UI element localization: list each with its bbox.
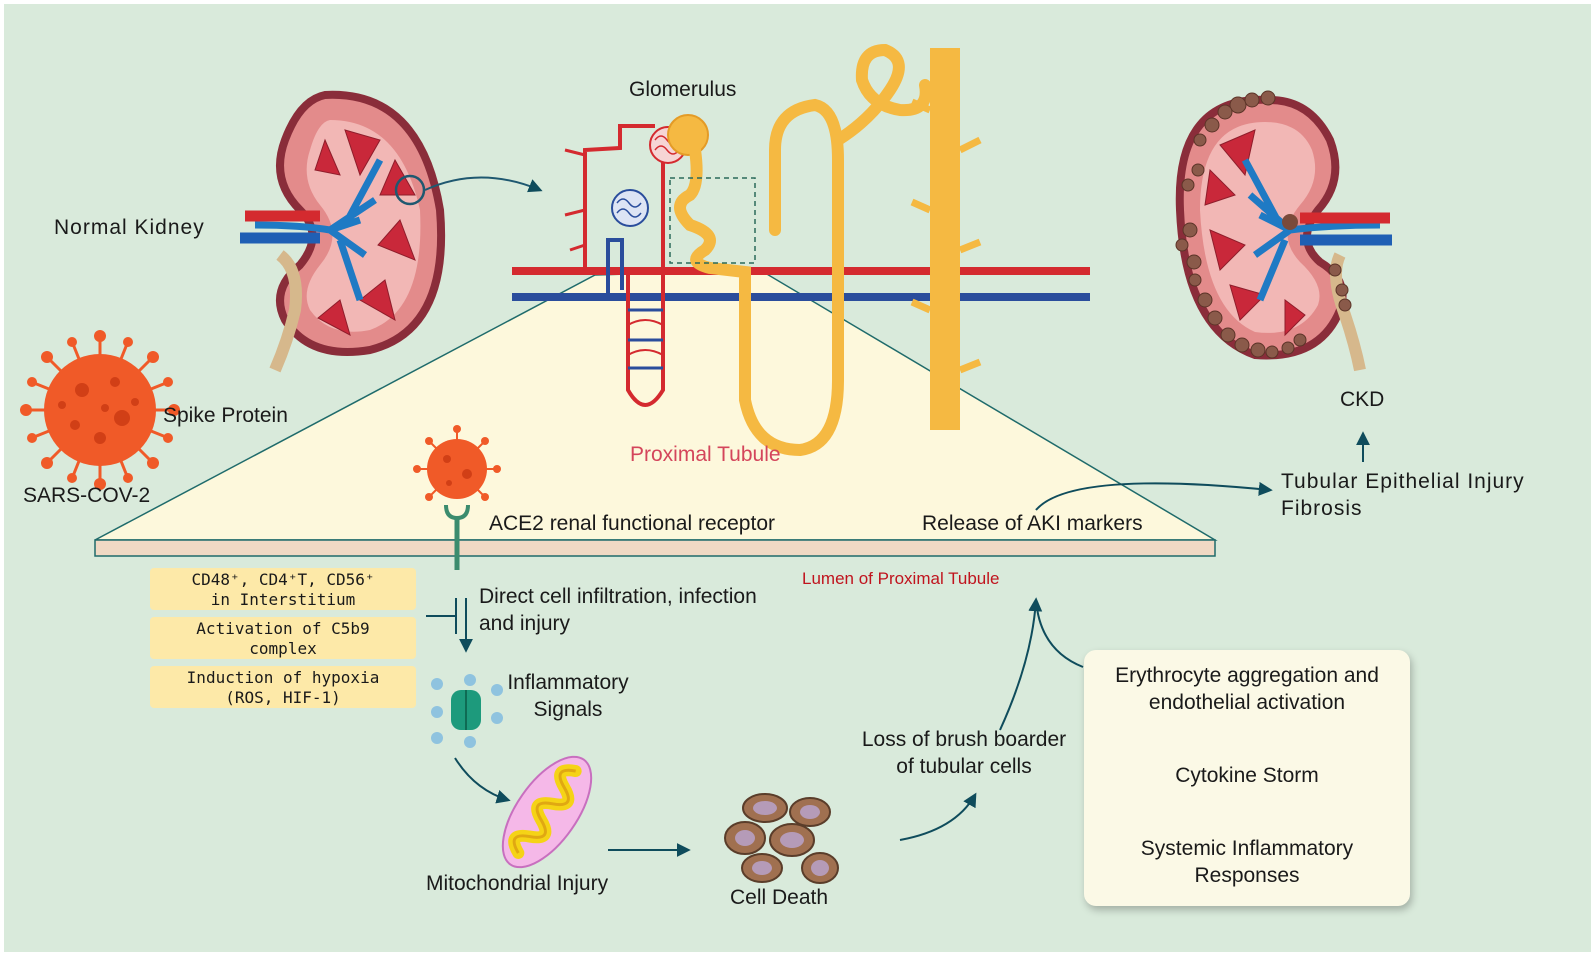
systemic-line1: Systemic Inflammatory xyxy=(1140,837,1354,860)
sars-cov2-virus-icon xyxy=(20,330,180,490)
hypoxia-line2: (ROS, HIF-1) xyxy=(225,688,341,707)
erythrocyte-label: Erythrocyte aggregation and endothelial … xyxy=(1084,662,1410,717)
arrow-to-mitochondria xyxy=(454,757,511,804)
c5b9-line2: complex xyxy=(249,639,317,658)
immune-cells-line1: CD48⁺, CD4⁺T, CD56⁺ xyxy=(191,570,375,589)
direct-infiltration-line2: and injury xyxy=(479,612,571,636)
mitochondrial-injury-label: Mitochondrial Injury xyxy=(426,872,609,895)
mitochondria-icon xyxy=(501,755,593,869)
lumen-bar xyxy=(94,539,1216,557)
ace2-label: ACE2 renal functional receptor xyxy=(489,512,775,535)
tubular-injury-line2: Fibrosis xyxy=(1281,497,1363,521)
hypoxia-line1: Induction of hypoxia xyxy=(186,668,380,687)
arrow-to-lumen xyxy=(999,597,1043,731)
systemic-response-panel: Erythrocyte aggregation and endothelial … xyxy=(1084,650,1410,906)
normal-kidney-label: Normal Kidney xyxy=(54,216,205,239)
artery-line xyxy=(512,267,1090,275)
normal-kidney-illustration xyxy=(240,90,446,373)
tubular-injury-label: Tubular Epithelial Injury Fibrosis xyxy=(1281,468,1525,523)
release-aki-label: Release of AKI markers xyxy=(922,512,1143,535)
systemic-inflammatory-label: Systemic Inflammatory Responses xyxy=(1084,835,1410,890)
virus-on-receptor-icon xyxy=(413,425,501,501)
sars-cov2-label: SARS-COV-2 xyxy=(23,484,151,507)
erythrocyte-line1: Erythrocyte aggregation and xyxy=(1115,664,1379,687)
lumen-label: Lumen of Proximal Tubule xyxy=(802,569,1000,588)
nephron-illustration xyxy=(512,43,1090,457)
c5b9-box: Activation of C5b9 complex xyxy=(150,617,416,659)
spike-protein-label: Spike Protein xyxy=(163,404,288,427)
arrow-to-nephron xyxy=(424,176,543,193)
loss-brush-label: Loss of brush boarder of tubular cells xyxy=(852,726,1076,781)
vein-line xyxy=(512,293,1090,301)
inflammatory-signal-icon xyxy=(431,674,503,748)
inflammatory-line2: Signals xyxy=(533,698,603,722)
erythrocyte-line2: endothelial activation xyxy=(1148,691,1346,715)
cytokine-storm-label: Cytokine Storm xyxy=(1175,764,1319,787)
inflammatory-signals-label: Inflammatory Signals xyxy=(497,669,639,724)
tubular-injury-line1: Tubular Epithelial Injury xyxy=(1281,470,1525,493)
proximal-tubule-label: Proximal Tubule xyxy=(630,443,781,466)
loss-brush-line1: Loss of brush boarder xyxy=(861,728,1067,751)
immune-cells-box: CD48⁺, CD4⁺T, CD56⁺ in Interstitium xyxy=(150,568,416,610)
collecting-duct xyxy=(930,48,960,430)
direct-infiltration-label: Direct cell infiltration, infection and … xyxy=(479,583,757,638)
direct-infiltration-line1: Direct cell infiltration, infection xyxy=(479,585,757,608)
hypoxia-box: Induction of hypoxia (ROS, HIF-1) xyxy=(150,666,416,708)
immune-cells-line2: in Interstitium xyxy=(210,590,356,609)
glomerulus-label: Glomerulus xyxy=(629,78,737,101)
dead-cells-icon xyxy=(724,793,839,884)
zoom-box xyxy=(669,177,756,264)
arrow-to-loss-brush xyxy=(899,792,977,841)
ckd-kidney-illustration xyxy=(1175,90,1392,372)
loss-brush-line2: of tubular cells xyxy=(896,755,1032,779)
ckd-label: CKD xyxy=(1340,388,1385,411)
arrow-to-tubular-injury xyxy=(1035,481,1273,511)
cell-death-label: Cell Death xyxy=(730,886,829,909)
c5b9-line1: Activation of C5b9 xyxy=(196,619,370,638)
systemic-line2: Responses xyxy=(1194,864,1300,888)
inflammatory-line1: Inflammatory xyxy=(507,671,629,694)
